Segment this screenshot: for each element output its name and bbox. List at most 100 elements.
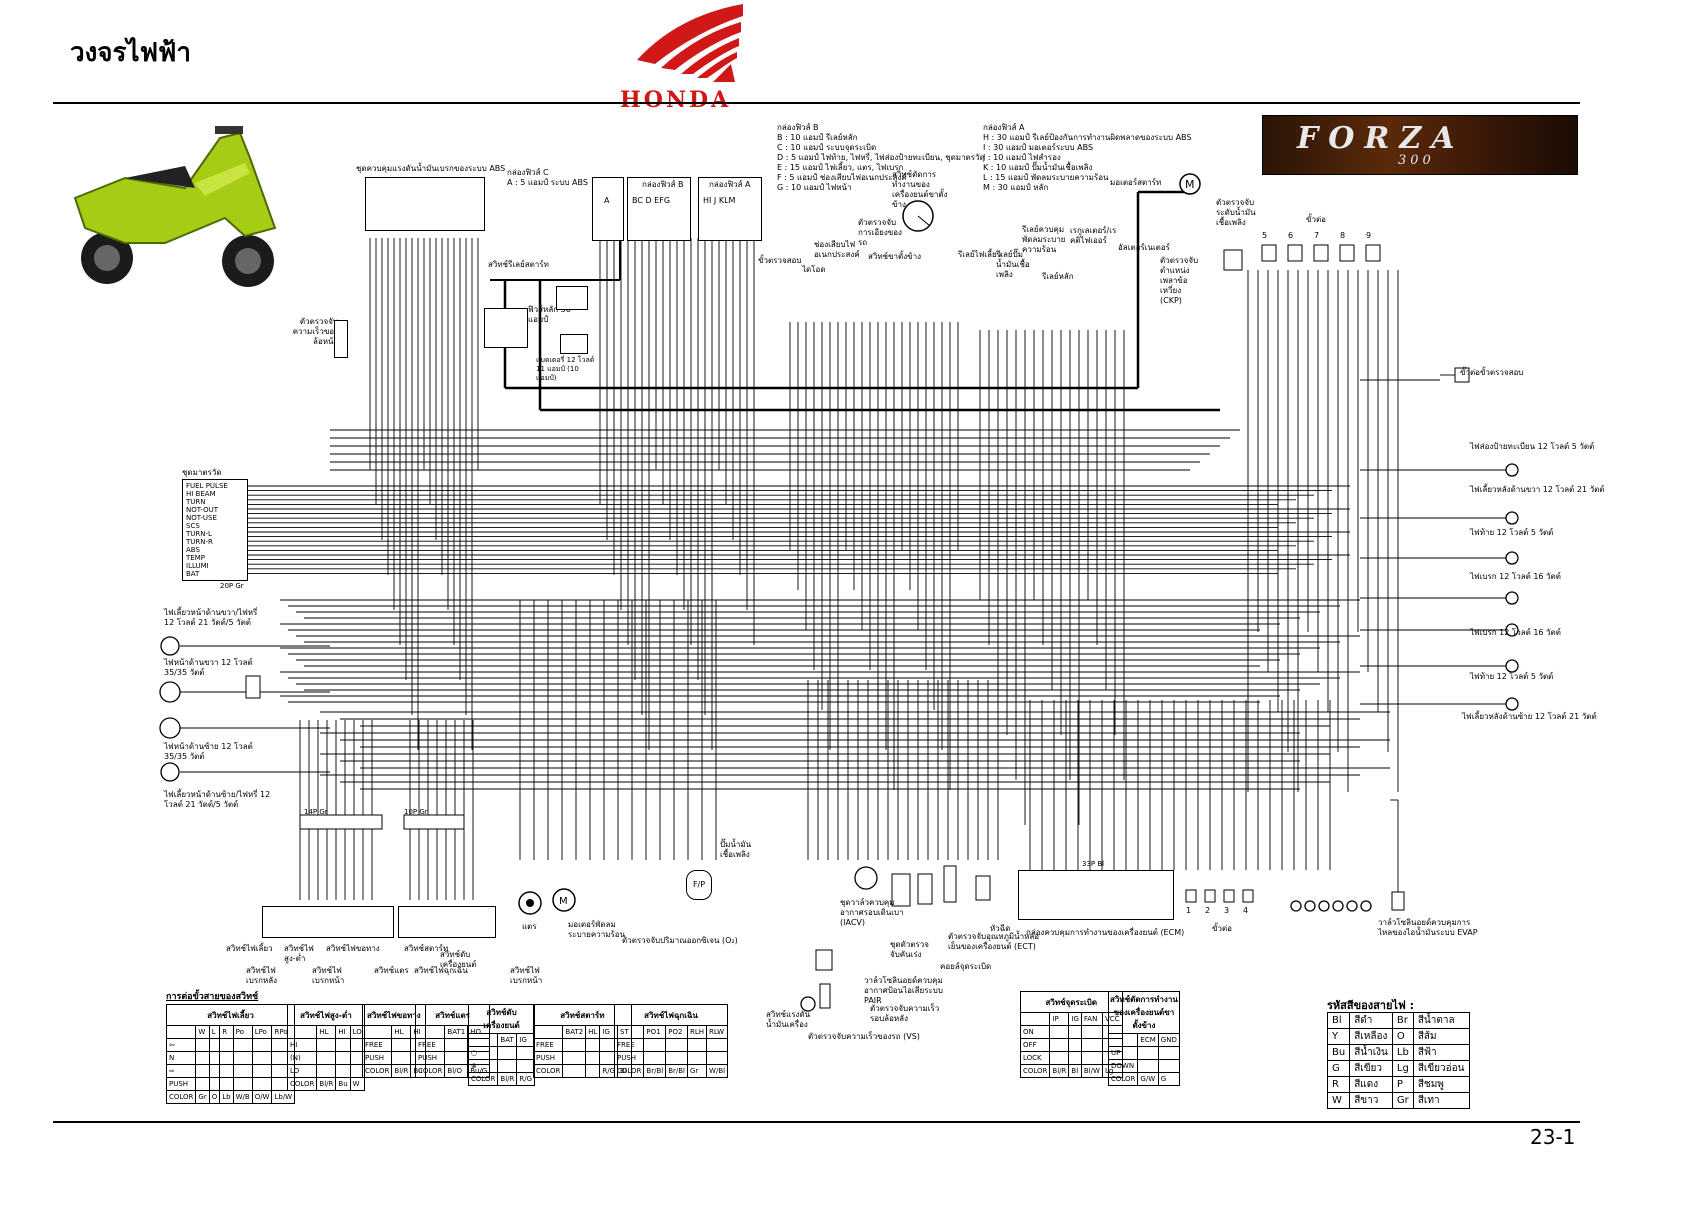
- switch-table-col-label: HI: [335, 1025, 351, 1039]
- switch-table-color-cell: Bu: [335, 1077, 351, 1091]
- color-code-abbr: Br: [1391, 1012, 1414, 1029]
- switch-table-cell: [232, 1077, 253, 1091]
- switch-table-cell: [219, 1051, 234, 1065]
- rl-turn-label: ไฟเลี้ยวหลังด้านซ้าย 12 โวลต์ 21 วัตต์: [1462, 712, 1597, 721]
- injector-label: หัวฉีด: [990, 924, 1011, 933]
- footer-rule: [53, 1121, 1580, 1123]
- switch-table-row-label: OFF: [1019, 1038, 1051, 1052]
- abs-modulator-box: [365, 177, 485, 231]
- switch-table-cell: [585, 1051, 601, 1065]
- lamp-symbol: [1505, 659, 1519, 673]
- switch-table-row-label: HI: [286, 1038, 318, 1052]
- connector-number: 7: [1314, 231, 1320, 240]
- switch-table-cell: [444, 1051, 469, 1065]
- turn-relay-label: รีเลย์ไฟเลี้ยว: [958, 250, 1002, 259]
- switch-table-title: สวิทช์จุดระเบิด: [1020, 991, 1123, 1013]
- switch-table-cell: [208, 1064, 221, 1078]
- fuse-a-item: I : 30 แอมป์ มอเตอร์ระบบ ABS: [983, 143, 1094, 152]
- switch-table-color-cell: Bl/O: [444, 1064, 469, 1078]
- switch-table-row: N: [165, 1051, 296, 1065]
- stop-switch-label: สวิทช์ตัดการทำงานของเครื่องยนต์ขาตั้งข้า…: [892, 170, 948, 209]
- switch-table-row: DOWN: [1107, 1059, 1180, 1073]
- color-code-abbr: O: [1391, 1028, 1414, 1045]
- connector-block: [1185, 889, 1197, 903]
- color-code-abbr: Bu: [1326, 1044, 1351, 1061]
- color-code-name: สีเขียว: [1349, 1060, 1393, 1077]
- license-light-label: ไฟส่องป้ายทะเบียน 12 โวลต์ 5 วัตต์: [1470, 442, 1595, 451]
- switch-table-header-row: สวิทช์ไฟสูง-ต่ำ: [287, 1004, 365, 1026]
- meter-pin-label: HI BEAM: [186, 490, 216, 498]
- switch-table-col-label: PO1: [643, 1025, 667, 1039]
- switch-table-cell: [232, 1064, 253, 1078]
- connector-number: 8: [1340, 231, 1346, 240]
- switch-table-col-label: BAT1: [444, 1025, 469, 1039]
- fuse-b-item: E : 15 แอมป์ ไฟเลี้ยว, แตร, ไฟเบรก: [777, 163, 904, 172]
- switch-table-color-cell: R/G: [516, 1072, 536, 1086]
- switch-table-row: PUSH: [613, 1051, 729, 1065]
- switch-table-corner: [467, 1033, 499, 1047]
- switch-table-row-label: PUSH: [165, 1077, 197, 1091]
- switch-table-color-cell: Bl/R: [497, 1072, 518, 1086]
- main-relay-label: รีเลย์หลัก: [1042, 272, 1074, 281]
- switch-table-color-cell: W/Bl: [706, 1064, 729, 1078]
- switch-table-col-label: ECM: [1137, 1033, 1159, 1047]
- conn-10p-label: 10P Gr: [404, 808, 428, 816]
- switch-table-cell: [516, 1046, 536, 1060]
- left-handlebar-switch: [262, 906, 394, 938]
- switch-table-row: FREE: [613, 1038, 729, 1052]
- switch-table-cell: [251, 1077, 273, 1091]
- switch-table-cell: [208, 1051, 221, 1065]
- switch-table-row-label: COLOR: [361, 1064, 393, 1078]
- ckp-label: ตัวตรวจจับตำแหน่งเพลาข้อเหวี่ยง (CKP): [1160, 256, 1199, 305]
- meter-pin-label: BAT: [186, 570, 200, 578]
- switch-table-cell: [497, 1046, 518, 1060]
- lamp-symbol: [1360, 900, 1372, 912]
- switch-table-row: ⊗: [467, 1059, 536, 1073]
- horn-symbol: [518, 891, 542, 915]
- brake-r-label: ไฟเบรก 12 โวลต์ 16 วัตต์: [1470, 572, 1561, 581]
- switch-table-cell: [1049, 1025, 1070, 1039]
- switch-table-color-cell: Bl: [1068, 1064, 1082, 1078]
- switch-table-cell: [1157, 1046, 1180, 1060]
- header-rule: [53, 102, 1580, 104]
- meter-pin-label: TURN-R: [186, 538, 213, 546]
- switch-table-cell: [251, 1038, 273, 1052]
- fuse-box-b-slots: BC D EFG: [632, 196, 671, 205]
- lamp-symbol: [1505, 591, 1519, 605]
- connector-block: [1313, 244, 1329, 262]
- turn-sw-label: สวิทช์ไฟเลี้ยว: [226, 944, 273, 953]
- battery: [560, 334, 588, 354]
- switch-table-header-row: สวิทช์ตัดการทำงานของเครื่องยนต์ขาตั้งข้า…: [1108, 991, 1180, 1034]
- honda-wing-logo: [637, 4, 743, 82]
- switch-table-cell: [335, 1064, 351, 1078]
- fr-turn-label: ไฟเลี้ยวหน้าด้านขวา/ไฟหรี่ 12 โวลต์ 21 ว…: [164, 608, 258, 627]
- meter-pin-label: TURN: [186, 498, 206, 506]
- switch-table-cell: [1137, 1046, 1159, 1060]
- vs-label: ตัวตรวจจับความเร็วของรถ (VS): [808, 1032, 920, 1041]
- switch-table-cell: [687, 1051, 708, 1065]
- switch-table-col-label: FAN: [1080, 1012, 1103, 1026]
- switch-table-cell: [665, 1051, 689, 1065]
- front-wheel-speed-sensor: [334, 320, 348, 358]
- switch-table-cell: [195, 1038, 210, 1052]
- switch-table-cell: [1080, 1038, 1103, 1052]
- meter-pin-label: NOT-USE: [186, 514, 217, 522]
- switch-table-cell: [1080, 1051, 1103, 1065]
- switch-table-col-label: BAT2: [562, 1025, 587, 1039]
- switch-table-cell: [251, 1051, 273, 1065]
- color-code-name: สีน้ำตาล: [1412, 1012, 1470, 1029]
- fuse-a-item: K : 10 แอมป์ ปั๊มน้ำมันเชื้อเพลิง: [983, 163, 1093, 172]
- color-code-name: สีชมพู: [1412, 1076, 1470, 1093]
- switch-table-col-label: W: [195, 1025, 210, 1039]
- fan-motor-label: มอเตอร์พัดลมระบายความร้อน: [568, 920, 626, 939]
- switch-table-color-cell: Br/Bl: [665, 1064, 689, 1078]
- switch-table-color-cell: Lb/W: [271, 1090, 296, 1104]
- switch-table-col-label: R: [219, 1025, 234, 1039]
